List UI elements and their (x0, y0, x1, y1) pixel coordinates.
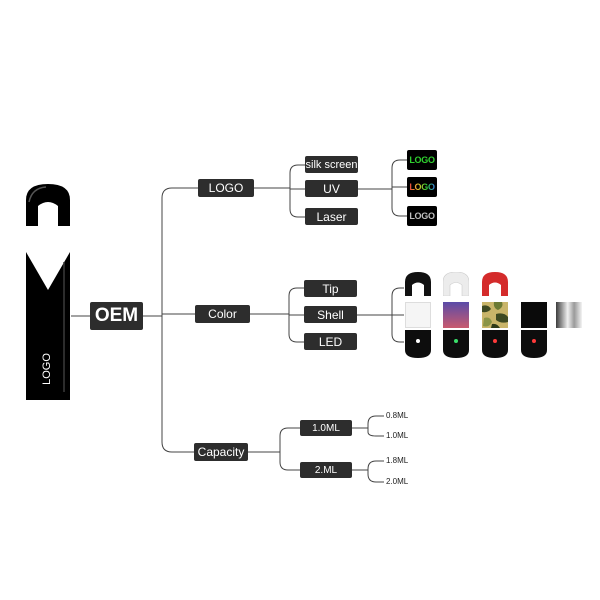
capacity-value-1-0ml: 1.0ML (386, 431, 409, 440)
branch-color-node: Color (195, 305, 250, 323)
capacity-value-0-8ml: 0.8ML (386, 411, 409, 420)
logo-sample-uv-text: LOGO (409, 182, 435, 192)
shell-swatch-silver (556, 302, 582, 328)
shell-swatch-gradient-purple (443, 302, 469, 328)
color-option-tip: Tip (304, 280, 357, 297)
device-logo-text: LOGO (41, 353, 53, 385)
device-body-image (26, 252, 70, 400)
logo-sample-uv: LOGO (407, 177, 437, 197)
logo-sample-laser: LOGO (407, 206, 437, 226)
tip-sample-black (405, 272, 431, 296)
logo-option-silk-screen: silk screen (305, 156, 358, 173)
tip-sample-red (482, 272, 508, 296)
capacity-option-2ml: 2.ML (300, 462, 352, 478)
capacity-value-2-0ml: 2.0ML (386, 477, 409, 486)
logo-sample-silk-screen: LOGO (407, 150, 437, 170)
connector-trunk (161, 187, 173, 453)
capacity-value-1-8ml: 1.8ML (386, 456, 409, 465)
tip-sample-white (443, 272, 469, 296)
shell-swatch-black (521, 302, 547, 328)
logo-option-uv: UV (305, 180, 358, 197)
shell-swatch-camouflage (482, 302, 508, 328)
led-sample-red-1 (482, 330, 508, 358)
logo-sample-laser-text: LOGO (409, 211, 435, 221)
shell-swatch-white (405, 302, 431, 328)
color-option-shell: Shell (304, 306, 357, 323)
logo-sample-silk-screen-text: LOGO (409, 155, 435, 165)
device-tip-image (26, 184, 70, 226)
branch-logo-node: LOGO (198, 179, 254, 197)
led-sample-white (405, 330, 431, 358)
led-sample-red-2 (521, 330, 547, 358)
branch-capacity-node: Capacity (194, 443, 248, 461)
capacity-option-1ml: 1.0ML (300, 420, 352, 436)
color-option-led: LED (304, 333, 357, 350)
led-sample-green (443, 330, 469, 358)
root-oem-node: OEM (90, 302, 143, 330)
logo-option-laser: Laser (305, 208, 358, 225)
